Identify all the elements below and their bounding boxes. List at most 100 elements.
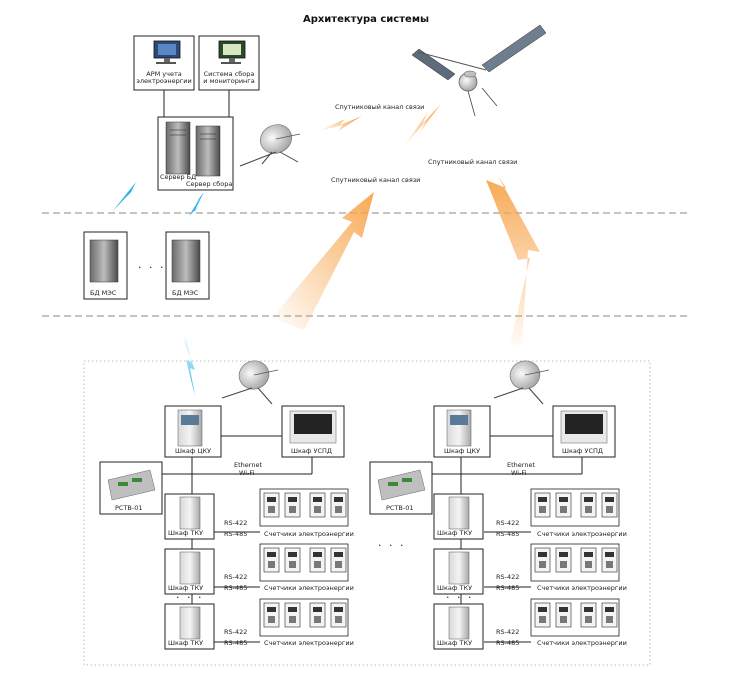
server-icon (165, 121, 191, 175)
meter-display (538, 497, 547, 502)
meter-icon (263, 602, 280, 628)
meter-display (584, 497, 593, 502)
rs485-label: RS-485 (496, 639, 520, 647)
ellipsis: . . . (138, 258, 166, 271)
tku-label: Шкаф ТКУ (168, 584, 204, 592)
rs422-label: RS-422 (496, 519, 520, 527)
wireless-beam (112, 172, 148, 212)
satellite-dish-icon (493, 360, 550, 405)
meter-display (288, 607, 297, 612)
meter-terminal (268, 506, 275, 513)
cku-cabinet-right (433, 405, 491, 458)
wifi-label: Wi-Fi (511, 469, 527, 477)
meter-display (538, 607, 547, 612)
rs485-label: RS-485 (496, 530, 520, 538)
meters-label: Счетчики электроэнергии (537, 530, 627, 538)
meter-display (313, 552, 322, 557)
server-icon (89, 239, 119, 283)
satellite-beam (486, 176, 540, 345)
tku-cabinet (433, 493, 484, 540)
meter-display (334, 607, 343, 612)
meter-terminal (560, 616, 567, 623)
bd-mes-label: БД МЭС (90, 289, 117, 297)
meters-label: Счетчики электроэнергии (264, 530, 354, 538)
page-title: Архитектура системы (302, 14, 430, 25)
tku-cabinet (164, 493, 215, 540)
meter-terminal (289, 616, 296, 623)
rs422-label: RS-422 (224, 573, 248, 581)
site-boundary (83, 360, 651, 666)
meter-display (267, 552, 276, 557)
tku-label: Шкаф ТКУ (168, 529, 204, 537)
meter-terminal (335, 561, 342, 568)
meter-terminal (314, 506, 321, 513)
rs422-label: RS-422 (496, 628, 520, 636)
meters-label: Счетчики электроэнергии (537, 639, 627, 647)
meter-icon (309, 547, 326, 573)
meter-terminal (539, 561, 546, 568)
meter-terminal (289, 506, 296, 513)
meter-icon (534, 547, 551, 573)
meter-icon (534, 492, 551, 518)
meter-terminal (585, 616, 592, 623)
server-icon (171, 239, 201, 283)
meter-display (605, 497, 614, 502)
ellipsis: . . . (446, 588, 474, 601)
satellite-icon (411, 24, 547, 117)
tku-cabinet (164, 603, 215, 650)
meter-display (584, 552, 593, 557)
meter-display (584, 607, 593, 612)
tku-cabinet (433, 603, 484, 650)
rstv-label: РСТВ-01 (386, 504, 414, 512)
rstv-device-right (369, 461, 433, 515)
sat-link-label: Спутниковый канал связи (428, 158, 518, 166)
uspd-label: Шкаф УСПД (291, 447, 332, 455)
meter-terminal (606, 561, 613, 568)
meter-display (605, 552, 614, 557)
meter-terminal (606, 506, 613, 513)
meter-terminal (606, 616, 613, 623)
meter-terminal (539, 506, 546, 513)
rstv-label: РСТВ-01 (115, 504, 143, 512)
meter-display (334, 552, 343, 557)
wifi-label: Wi-Fi (239, 469, 255, 477)
ellipsis: . . . (176, 588, 204, 601)
tku-cabinet (164, 548, 215, 595)
meter-icon (580, 602, 597, 628)
meter-terminal (268, 616, 275, 623)
meter-icon (309, 492, 326, 518)
meter-icon (263, 547, 280, 573)
satellite-beam (402, 104, 441, 149)
meter-terminal (539, 616, 546, 623)
meter-terminal (335, 616, 342, 623)
meter-icon (284, 492, 301, 518)
meter-icon (534, 602, 551, 628)
uspd-cabinet-right (552, 405, 616, 458)
cku-label: Шкаф ЦКУ (175, 447, 212, 455)
wireless-beam (189, 192, 204, 216)
meter-terminal (585, 506, 592, 513)
rs422-label: RS-422 (496, 573, 520, 581)
bd-mes-label: БД МЭС (172, 289, 199, 297)
meter-display (267, 607, 276, 612)
sat-link-label: Спутниковый канал связи (331, 176, 421, 184)
meter-terminal (314, 561, 321, 568)
meter-display (559, 607, 568, 612)
meter-terminal (585, 561, 592, 568)
rs485-label: RS-485 (496, 584, 520, 592)
sat-link-label: Спутниковый канал связи (335, 103, 425, 111)
satellite-dish-icon (239, 124, 301, 167)
meter-icon (555, 602, 572, 628)
uspd-label: Шкаф УСПД (562, 447, 603, 455)
tku-label: Шкаф ТКУ (437, 529, 473, 537)
meter-icon (601, 602, 618, 628)
satellite-dish-icon (221, 360, 279, 405)
meter-display (288, 552, 297, 557)
meter-terminal (268, 561, 275, 568)
cku-cabinet-left (164, 405, 222, 458)
ethernet-label: Ethernet (507, 461, 535, 469)
rs485-label: RS-485 (224, 584, 248, 592)
rs485-label: RS-485 (224, 639, 248, 647)
wireless-beam (182, 336, 195, 396)
ethernet-label: Ethernet (234, 461, 262, 469)
